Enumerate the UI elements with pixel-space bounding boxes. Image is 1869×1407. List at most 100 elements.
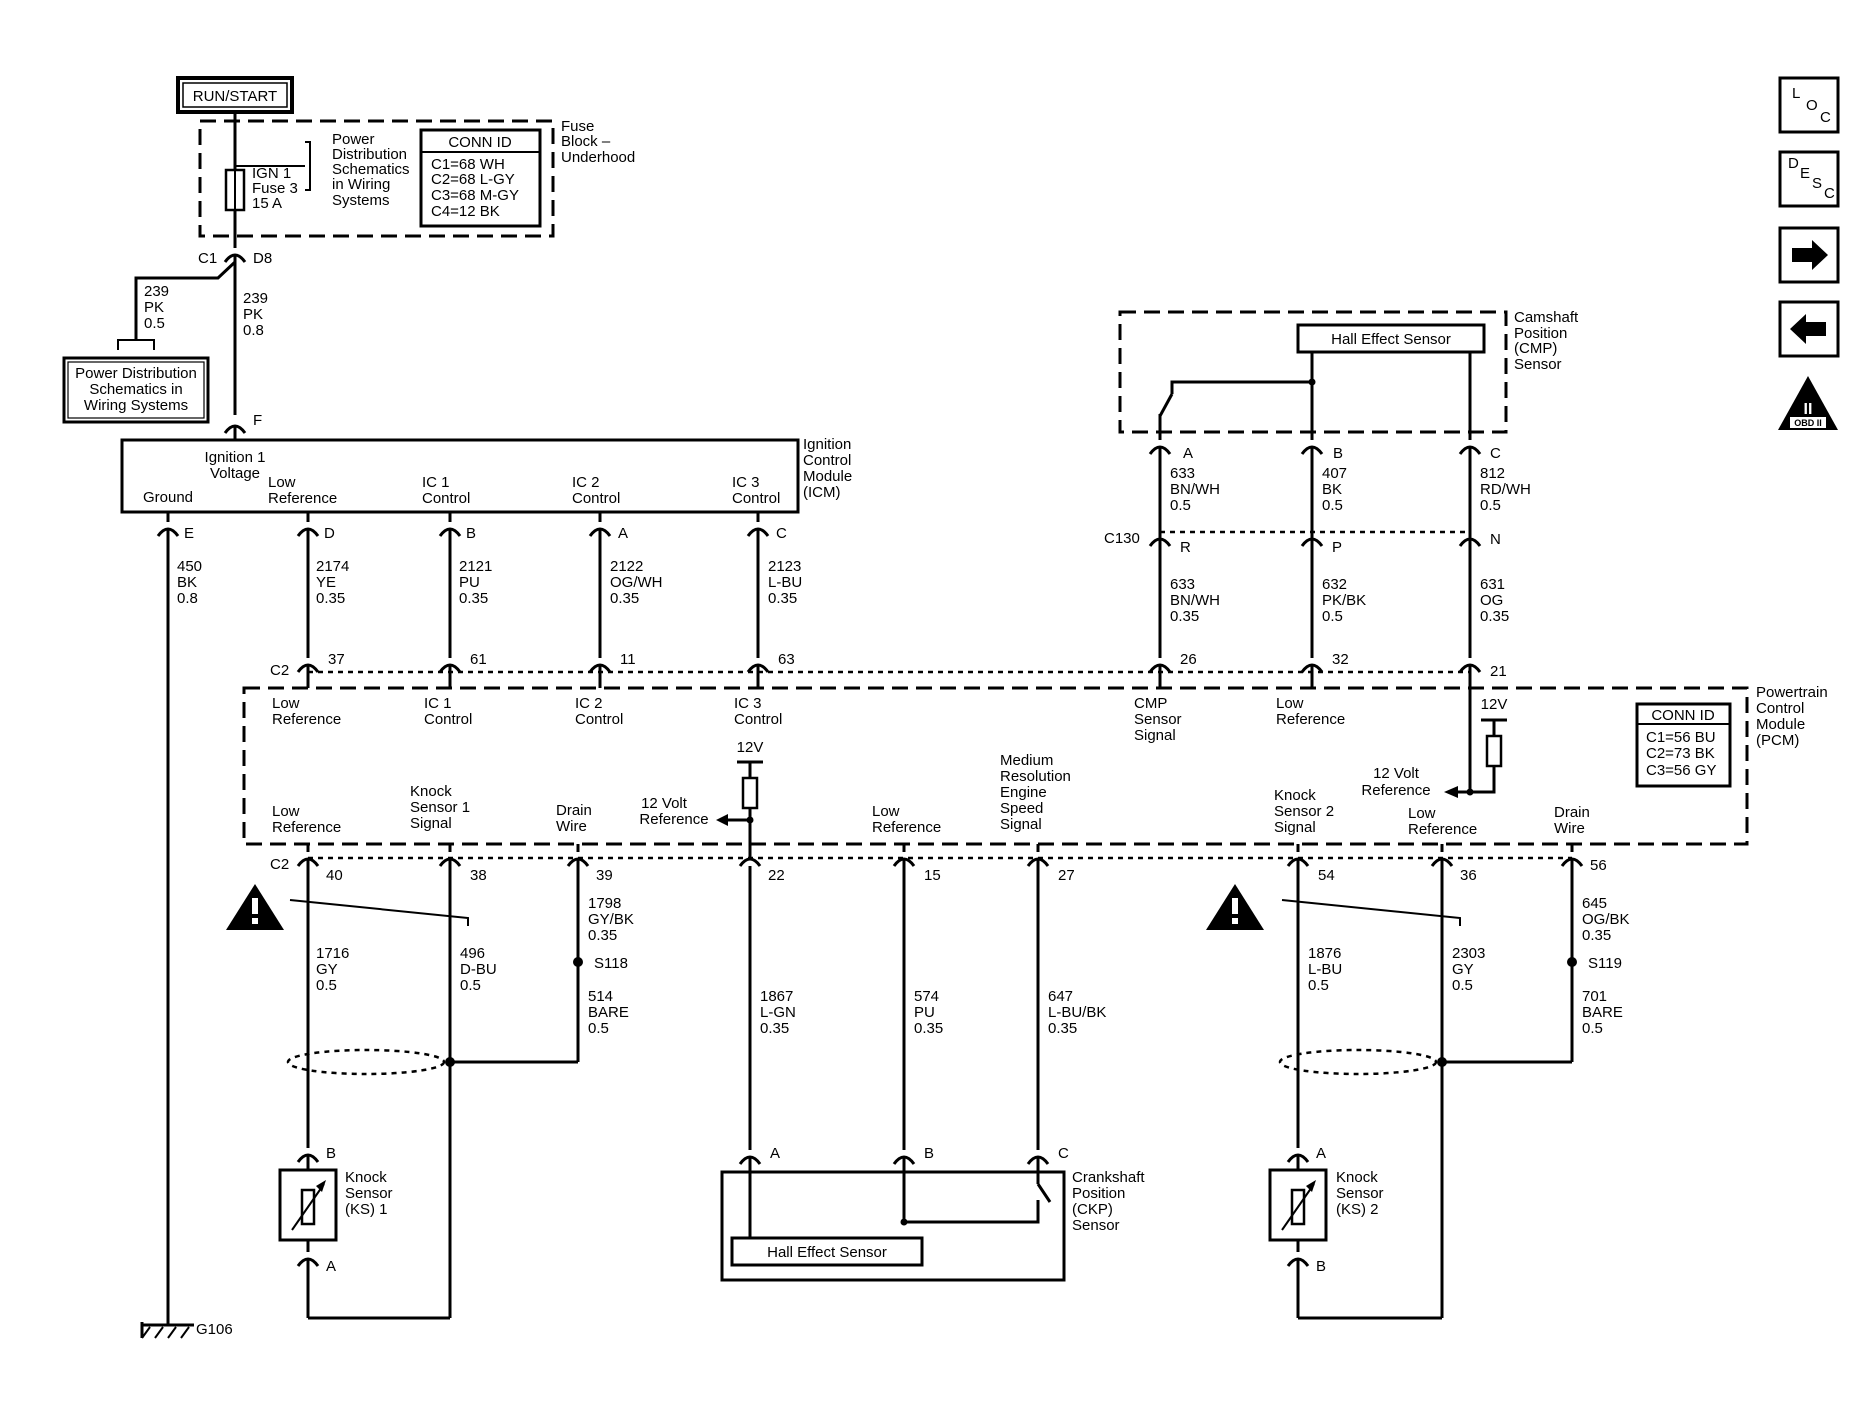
svg-text:Control: Control (732, 490, 780, 507)
svg-text:Reference: Reference (1276, 711, 1345, 728)
svg-text:Wire: Wire (1554, 820, 1585, 837)
svg-text:RUN/START: RUN/START (193, 88, 277, 105)
svg-text:Sensor 1: Sensor 1 (410, 799, 470, 816)
svg-text:633: 633 (1170, 576, 1195, 593)
svg-text:CONN ID: CONN ID (1651, 707, 1715, 724)
svg-text:IC 3: IC 3 (734, 695, 762, 712)
svg-text:BN/WH: BN/WH (1170, 481, 1220, 498)
svg-text:239: 239 (144, 283, 169, 300)
svg-text:B: B (326, 1145, 336, 1162)
svg-text:Camshaft: Camshaft (1514, 309, 1579, 326)
power-distribution-box: Power Distribution Schematics in Wiring … (62, 356, 210, 424)
svg-text:Knock: Knock (1336, 1169, 1378, 1186)
next-arrow-button[interactable] (1778, 226, 1840, 284)
svg-text:(PCM): (PCM) (1756, 732, 1799, 749)
svg-text:2121: 2121 (459, 558, 492, 575)
svg-text:BN/WH: BN/WH (1170, 592, 1220, 609)
svg-text:38: 38 (470, 867, 487, 884)
svg-text:A: A (770, 1145, 780, 1162)
svg-text:GY: GY (1452, 961, 1474, 978)
svg-text:Low: Low (272, 695, 300, 712)
svg-text:15 A: 15 A (252, 195, 282, 212)
svg-text:L: L (1792, 85, 1800, 102)
svg-text:Control: Control (1756, 700, 1804, 717)
svg-text:Low: Low (268, 474, 296, 491)
pcm-bottom-labels: Low Reference Knock Sensor 1 Signal Drai… (272, 752, 1590, 838)
shield-ks2 (1278, 1048, 1438, 1076)
svg-text:OBD II: OBD II (1794, 418, 1822, 428)
svg-text:D-BU: D-BU (460, 961, 497, 978)
svg-text:OG/BK: OG/BK (1582, 911, 1630, 928)
run-start-label: RUN/START (176, 76, 294, 114)
svg-text:L-BU/BK: L-BU/BK (1048, 1004, 1106, 1021)
svg-text:Fuse 3: Fuse 3 (252, 180, 298, 197)
svg-text:C: C (1820, 109, 1831, 126)
svg-text:IC 2: IC 2 (575, 695, 603, 712)
pcm-label: Powertrain Control Module (PCM) (1756, 684, 1828, 749)
svg-text:C4=12 BK: C4=12 BK (431, 203, 500, 220)
svg-text:O: O (1806, 97, 1818, 114)
svg-text:63: 63 (778, 651, 795, 668)
svg-text:0.35: 0.35 (459, 590, 488, 607)
svg-text:574: 574 (914, 988, 939, 1005)
svg-text:Block –: Block – (561, 133, 611, 150)
cmp-wire-632: 632 PK/BK 0.5 (1322, 576, 1366, 625)
wire-2174: 2174 YE 0.35 (316, 558, 349, 607)
svg-text:A: A (618, 525, 628, 542)
svg-text:0.5: 0.5 (1322, 497, 1343, 514)
svg-text:Sensor: Sensor (1072, 1217, 1120, 1234)
cmp-wire-812: 812 RD/WH 0.5 (1480, 465, 1531, 514)
svg-text:Underhood: Underhood (561, 149, 635, 166)
icm-ic2-label: IC 2 Control (572, 474, 620, 507)
svg-text:E: E (184, 525, 194, 542)
svg-text:Drain: Drain (1554, 804, 1590, 821)
icm-module (120, 438, 800, 514)
icm-wires: E D B A C (156, 512, 787, 1325)
svg-text:1867: 1867 (760, 988, 793, 1005)
svg-text:B: B (1333, 445, 1343, 462)
svg-text:Voltage: Voltage (210, 465, 260, 482)
svg-text:37: 37 (328, 651, 345, 668)
svg-text:Control: Control (572, 490, 620, 507)
svg-text:Schematics in: Schematics in (89, 381, 182, 398)
svg-text:Position: Position (1072, 1185, 1125, 1202)
svg-text:IC 1: IC 1 (424, 695, 452, 712)
svg-text:22: 22 (768, 867, 785, 884)
svg-text:56: 56 (1590, 857, 1607, 874)
svg-text:36: 36 (1460, 867, 1477, 884)
wire-2303: 2303 GY 0.5 (1452, 945, 1485, 994)
svg-text:Engine: Engine (1000, 784, 1047, 801)
svg-text:Knock: Knock (345, 1169, 387, 1186)
svg-text:15: 15 (924, 867, 941, 884)
svg-text:239: 239 (243, 290, 268, 307)
svg-text:II: II (1804, 401, 1813, 418)
svg-text:S: S (1812, 175, 1822, 192)
svg-text:A: A (1183, 445, 1193, 462)
svg-text:(ICM): (ICM) (803, 484, 841, 501)
svg-text:G106: G106 (196, 1321, 233, 1338)
svg-text:Reference: Reference (1361, 782, 1430, 799)
wire-647: 647 L-BU/BK 0.35 (1048, 988, 1106, 1037)
svg-text:Low: Low (1276, 695, 1304, 712)
svg-text:Signal: Signal (1274, 819, 1316, 836)
svg-text:Power Distribution: Power Distribution (75, 365, 197, 382)
caution-icon (226, 884, 284, 930)
svg-text:Module: Module (1756, 716, 1805, 733)
svg-text:11: 11 (620, 651, 636, 668)
svg-text:E: E (1800, 165, 1810, 182)
loc-button[interactable]: L O C (1778, 76, 1840, 134)
fuse-block-boundary (198, 119, 555, 238)
wire-701: 701 BARE 0.5 (1582, 988, 1623, 1037)
svg-text:L-BU: L-BU (768, 574, 802, 591)
svg-text:Control: Control (803, 452, 851, 469)
svg-text:Hall Effect Sensor: Hall Effect Sensor (1331, 331, 1451, 348)
svg-text:21: 21 (1490, 663, 1507, 680)
splice-s118 (573, 957, 583, 967)
svg-text:2174: 2174 (316, 558, 349, 575)
svg-text:BK: BK (177, 574, 197, 591)
c1-label: C1 (198, 250, 217, 267)
prev-arrow-button[interactable] (1778, 300, 1840, 358)
desc-button[interactable]: D E S C (1778, 150, 1840, 208)
svg-text:B: B (1316, 1258, 1326, 1275)
obd-ii-icon[interactable]: II OBD II (1778, 376, 1838, 430)
